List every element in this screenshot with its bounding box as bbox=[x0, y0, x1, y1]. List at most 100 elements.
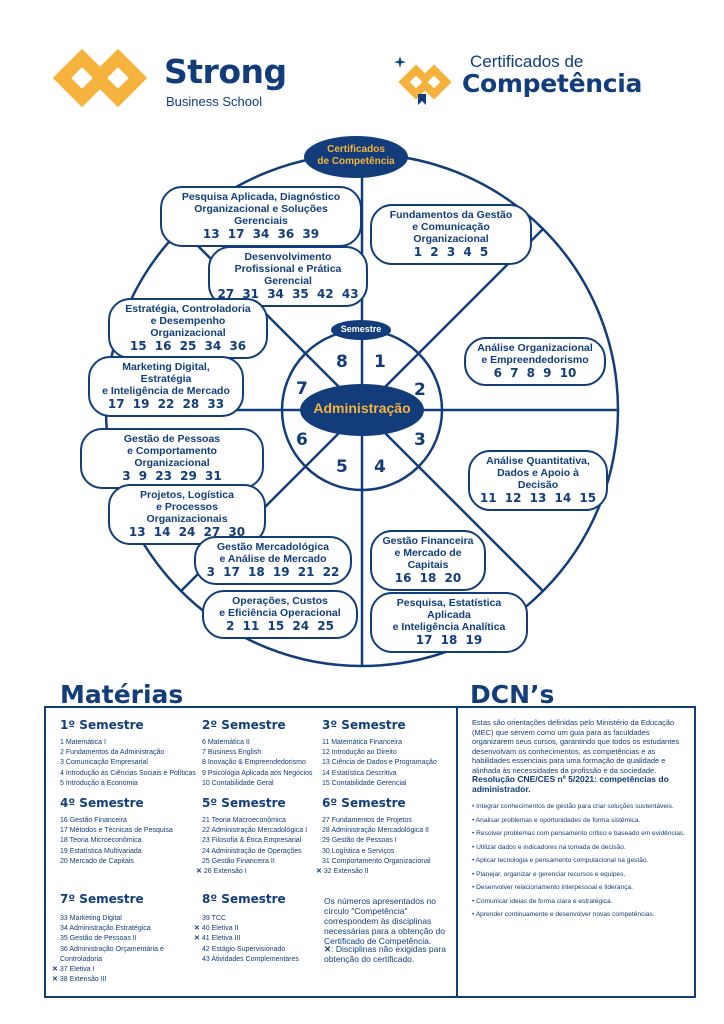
materias-x-legend: ✕: Disciplinas não exigidas para obtençã… bbox=[324, 944, 448, 964]
competency-item: Utilizar dados e indicadores na tomada d… bbox=[472, 841, 690, 855]
ring-label-ellipse bbox=[331, 320, 391, 340]
not-required-mark: ✕ bbox=[196, 868, 202, 876]
brand-subtitle: Business School bbox=[166, 94, 263, 109]
semester-title: 3º Semestre bbox=[322, 718, 406, 732]
sparkle-icon bbox=[394, 56, 406, 68]
subject-list: 6 Matemática II 7 Business English 8 Ino… bbox=[202, 738, 320, 789]
subject-item: 13 Ciência de Dados e Programação bbox=[322, 759, 437, 767]
dcns-heading: DCN’s bbox=[470, 680, 555, 709]
subject-item: 9 Psicologia Aplicada aos Negócios bbox=[202, 769, 313, 777]
semester-number-1: 1 bbox=[374, 352, 386, 372]
top-label-ellipse bbox=[304, 136, 408, 178]
subject-item: 31 Comportamento Organizacional bbox=[322, 857, 431, 865]
subject-item: 33 Marketing Digital bbox=[60, 915, 122, 922]
subject-list: 11 Matemática Financeira 12 Introdução a… bbox=[322, 738, 452, 789]
subject-item: ✕41 Eletiva III bbox=[194, 935, 241, 943]
competency-pill: Projetos, Logística e Processos Organiza… bbox=[108, 484, 266, 545]
subject-item: 17 Métodos e Técnicas de Pesquisa bbox=[60, 827, 173, 835]
not-required-mark: ✕ bbox=[324, 944, 332, 954]
competency-pill: Desenvolvimento Profissional e Prática G… bbox=[208, 246, 368, 307]
semester-number-3: 3 bbox=[414, 430, 426, 450]
semester-title: 6º Semestre bbox=[322, 796, 406, 810]
brand-name: Strong bbox=[164, 52, 287, 91]
semester-block: 8º Semestre 39 TCC ✕40 Eletiva II ✕41 El… bbox=[194, 892, 320, 965]
pill-title: Marketing Digital, Estratégia e Inteligê… bbox=[102, 361, 230, 397]
pill-title: Pesquisa Aplicada, Diagnóstico Organizac… bbox=[181, 191, 341, 227]
pill-title: Desenvolvimento Profissional e Prática G… bbox=[234, 251, 342, 287]
subject-item: 2 Fundamentos da Administração bbox=[60, 749, 165, 757]
subject-list: 1 Matemática I 2 Fundamentos da Administ… bbox=[60, 738, 200, 789]
subject-item: 16 Gestão Financeira bbox=[60, 817, 127, 824]
competency-item: Planejar, organizar e gerenciar recursos… bbox=[472, 868, 690, 882]
semester-title: 8º Semestre bbox=[202, 892, 286, 906]
subject-item: 15 Contabilidade Gerencial bbox=[322, 779, 407, 787]
pill-title: Fundamentos da Gestão e Comunicação Orga… bbox=[389, 209, 513, 245]
ring-label: Semestre bbox=[340, 324, 382, 334]
subject-item: 20 Mercado de Capitais bbox=[60, 857, 134, 865]
subject-item: ✕37 Eletiva I bbox=[52, 966, 95, 974]
semester-block: 2º Semestre 6 Matemática II 7 Business E… bbox=[202, 718, 320, 789]
subject-item: 21 Teoria Macroeconômica bbox=[202, 817, 286, 824]
semester-title: 4º Semestre bbox=[60, 796, 144, 810]
dcns-box bbox=[456, 706, 696, 998]
semester-block: 7º Semestre 33 Marketing Digital 34 Admi… bbox=[52, 892, 192, 985]
semester-number-2: 2 bbox=[414, 380, 426, 400]
pill-numbers: 27 31 34 35 42 43 bbox=[217, 287, 359, 301]
subject-item: 1 Matemática I bbox=[60, 739, 106, 746]
semester-number-5: 5 bbox=[336, 457, 348, 477]
pill-numbers: 3 17 18 19 21 22 bbox=[206, 565, 340, 579]
competency-pill: Operações, Custos e Eficiência Operacion… bbox=[202, 590, 358, 639]
competency-pill: Gestão Financeira e Mercado de Capitais … bbox=[370, 530, 486, 591]
subject-item: 18 Teoria Microeconômica bbox=[60, 837, 142, 845]
subject-item: ✕40 Eletiva II bbox=[194, 925, 239, 933]
pill-title: Análise Organizacional e Empreendedorism… bbox=[477, 342, 593, 366]
competency-item: Aprender continuamente e desenvolver nov… bbox=[472, 908, 690, 922]
pill-numbers: 15 16 25 34 36 bbox=[129, 339, 247, 353]
pill-numbers: 17 18 19 bbox=[415, 633, 483, 647]
pill-title: Estratégia, Controladoria e Desempenho O… bbox=[125, 303, 251, 339]
semester-number-6: 6 bbox=[296, 430, 308, 450]
subject-item: 22 Administração Mercadológica I bbox=[202, 827, 308, 835]
subject-item: 43 Atividades Complementares bbox=[202, 955, 299, 963]
not-required-mark: ✕ bbox=[194, 935, 200, 943]
certificate-badge-icon bbox=[398, 64, 452, 105]
cert-logo: Certificados de Competência bbox=[390, 50, 680, 110]
competency-pill: Pesquisa, Estatística Aplicada e Intelig… bbox=[370, 592, 528, 653]
semester-block: 6º Semestre 27 Fundamentos de Projetos 2… bbox=[316, 796, 452, 877]
semester-block: 1º Semestre 1 Matemática I 2 Fundamentos… bbox=[60, 718, 200, 789]
pill-title: Gestão Financeira e Mercado de Capitais bbox=[382, 535, 474, 571]
pill-title: Gestão Mercadológica e Análise de Mercad… bbox=[216, 541, 330, 565]
subject-item: 25 Gestão Financeira II bbox=[202, 857, 275, 865]
subject-item: 5 Introdução à Economia bbox=[60, 779, 138, 787]
subject-item: 35 Gestão de Pessoas II bbox=[60, 935, 137, 943]
dcn-competency-list: Integrar conhecimentos de gestão para cr… bbox=[472, 800, 690, 922]
subject-item: 8 Inovação & Empreendedorismo bbox=[202, 759, 306, 767]
subject-item: 10 Contabilidade Geral bbox=[202, 779, 274, 787]
subject-item: 6 Matemática II bbox=[202, 739, 250, 746]
subject-list: 16 Gestão Financeira 17 Métodos e Técnic… bbox=[60, 816, 200, 867]
subject-item: 14 Estatística Descritiva bbox=[322, 769, 397, 777]
pill-numbers: 16 18 20 bbox=[394, 571, 462, 585]
subject-item: 12 Introdução ao Direito bbox=[322, 749, 397, 757]
competency-item: Resolver problemas com pensamento crític… bbox=[472, 827, 690, 841]
subject-list: 33 Marketing Digital 34 Administração Es… bbox=[52, 914, 192, 985]
subject-item: 30 Logística e Serviços bbox=[322, 847, 395, 855]
competency-pill: Análise Organizacional e Empreendedorism… bbox=[464, 337, 606, 386]
semester-number-7: 7 bbox=[296, 379, 308, 399]
subject-item: 4 Introdução às Ciências Sociais e Polít… bbox=[60, 769, 196, 777]
pill-numbers: 11 12 13 14 15 bbox=[479, 491, 597, 505]
subject-item: ✕38 Extensão III bbox=[52, 976, 107, 984]
pill-numbers: 6 7 8 9 10 bbox=[493, 366, 577, 380]
pill-title: Análise Quantitativa, Dados e Apoio à De… bbox=[486, 455, 590, 491]
subject-item: 23 Filosofia & Ética Empresarial bbox=[202, 837, 302, 845]
pill-title: Gestão de Pessoas e Comportamento Organi… bbox=[123, 433, 221, 469]
semester-number-8: 8 bbox=[336, 352, 348, 372]
semester-block: 5º Semestre 21 Teoria Macroeconômica 22 … bbox=[196, 796, 320, 877]
competency-pill: Gestão de Pessoas e Comportamento Organi… bbox=[80, 428, 264, 489]
subject-list: 21 Teoria Macroeconômica 22 Administraçã… bbox=[196, 816, 320, 877]
competency-item: Integrar conhecimentos de gestão para cr… bbox=[472, 800, 690, 814]
pill-numbers: 3 9 23 29 31 bbox=[122, 469, 222, 483]
semester-block: 3º Semestre 11 Matemática Financeira 12 … bbox=[322, 718, 452, 789]
pill-numbers: 1 2 3 4 5 bbox=[413, 245, 489, 259]
not-required-mark: ✕ bbox=[316, 868, 322, 876]
